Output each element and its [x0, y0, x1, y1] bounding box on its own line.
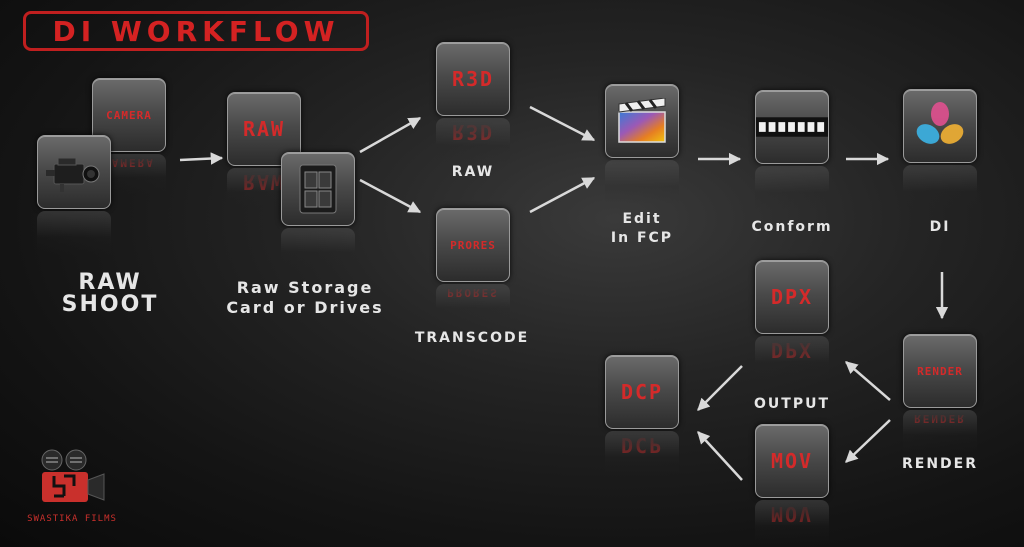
mov-tile: MOV [755, 424, 829, 498]
raw-branch-label: RAW [436, 164, 510, 180]
raw-storage-line-2: Card or Drives [200, 298, 410, 318]
cinema-camera-reflection [37, 211, 111, 255]
render-reflection-label: RENDER [914, 412, 966, 425]
output-label: OUTPUT [735, 396, 849, 412]
render-tile-label: RENDER [917, 365, 963, 378]
dcp-tile-reflection: DCP [605, 431, 679, 475]
davinci-graphic [914, 100, 966, 152]
dcp-tile-label: DCP [621, 380, 663, 404]
film-strip-graphic [756, 115, 828, 139]
dcp-tile: DCP [605, 355, 679, 429]
render-tile-reflection: RENDER [903, 410, 977, 452]
raw-shoot-line-2: SHOOT [40, 294, 180, 316]
prores-tile-reflection: PRORES [436, 284, 510, 324]
arrow-prores-to-edit [530, 178, 594, 212]
camera-tile-label: CAMERA [106, 109, 152, 122]
arrow-storage-to-prores [360, 180, 420, 212]
film-strip-icon [755, 90, 829, 164]
arrow-shoot-to-storage [180, 158, 222, 160]
mov-reflection-label: MOV [771, 502, 813, 526]
davinci-reflection [903, 165, 977, 209]
logo-text: SWASTIKA FILMS [22, 514, 122, 524]
raw-reflection-label: RAW [243, 170, 285, 194]
transcode-label: TRANSCODE [396, 330, 548, 346]
edit-in-fcp-label: Edit In FCP [590, 210, 694, 248]
fcp-clapper-graphic [616, 98, 668, 144]
dpx-tile-reflection: DPX [755, 336, 829, 380]
edit-line-1: Edit [590, 210, 694, 229]
dpx-reflection-label: DPX [771, 338, 813, 362]
film-strip-reflection [755, 166, 829, 210]
raw-shoot-line-1: RAW [40, 272, 180, 294]
edit-line-2: In FCP [590, 229, 694, 248]
r3d-reflection-label: R3D [452, 120, 494, 144]
prores-reflection-label: PRORES [447, 286, 499, 299]
swastika-films-logo [28, 446, 114, 512]
di-label: DI [903, 219, 977, 235]
raw-shoot-label: RAW SHOOT [40, 272, 180, 316]
fcp-reflection [605, 160, 679, 204]
davinci-resolve-icon [903, 89, 977, 163]
drive-enclosure-icon [281, 152, 355, 226]
r3d-tile: R3D [436, 42, 510, 116]
dcp-reflection-label: DCP [621, 433, 663, 457]
conform-label: Conform [735, 219, 849, 235]
dpx-tile: DPX [755, 260, 829, 334]
raw-storage-label: Raw Storage Card or Drives [200, 278, 410, 318]
cinema-camera-icon [37, 135, 111, 209]
arrow-mov-to-dcp [698, 432, 742, 480]
arrow-r3d-to-edit [530, 107, 594, 140]
render-tile: RENDER [903, 334, 977, 408]
cinema-camera-graphic [44, 150, 104, 194]
r3d-tile-reflection: R3D [436, 118, 510, 164]
drive-enclosure-reflection [281, 228, 355, 268]
drive-enclosure-graphic [296, 163, 340, 215]
dpx-tile-label: DPX [771, 285, 813, 309]
render-label: RENDER [883, 456, 997, 472]
final-cut-pro-clapper-icon [605, 84, 679, 158]
r3d-tile-label: R3D [452, 67, 494, 91]
arrow-render-to-dpx [846, 362, 890, 400]
prores-tile: PRORES [436, 208, 510, 282]
raw-tile-label: RAW [243, 117, 285, 141]
raw-storage-line-1: Raw Storage [200, 278, 410, 298]
mov-tile-label: MOV [771, 449, 813, 473]
prores-tile-label: PRORES [450, 239, 496, 252]
arrow-storage-to-r3d [360, 118, 420, 152]
mov-tile-reflection: MOV [755, 500, 829, 544]
